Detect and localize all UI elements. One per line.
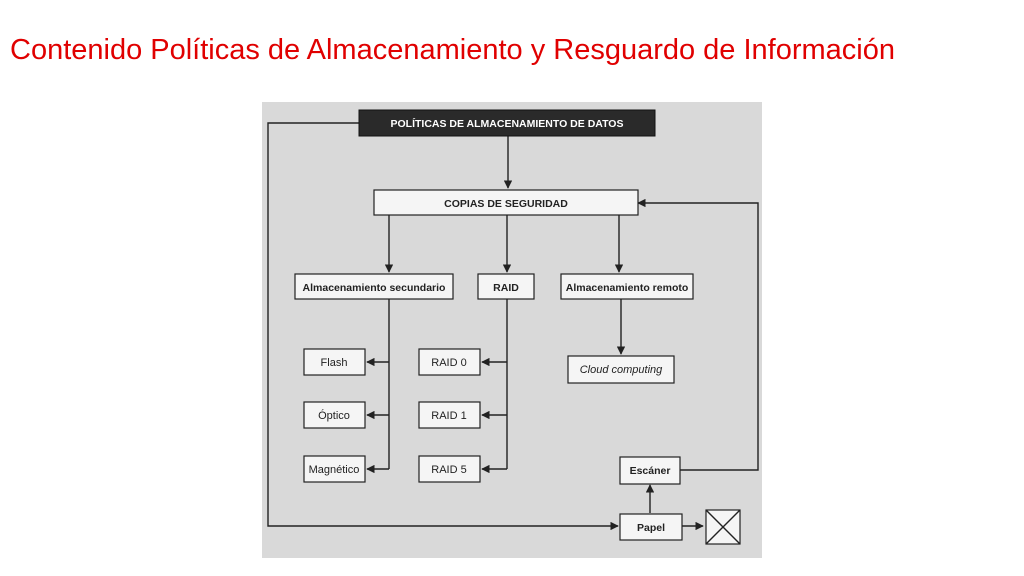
node-raid-1: RAID 1 <box>418 401 481 429</box>
storage-policies-diagram: POLÍTICAS DE ALMACENAMIENTO DE DATOS COP… <box>262 102 762 558</box>
node-raid-label: RAID <box>493 282 519 294</box>
diagram-background <box>262 102 762 558</box>
crossed-box-icon <box>705 509 741 545</box>
node-cloud-computing: Cloud computing <box>567 355 675 384</box>
node-secondary-storage-label: Almacenamiento secundario <box>303 282 446 294</box>
node-secondary-storage: Almacenamiento secundario <box>294 273 454 300</box>
node-scanner: Escáner <box>619 456 681 485</box>
node-backups: COPIAS DE SEGURIDAD <box>373 189 639 216</box>
node-root: POLÍTICAS DE ALMACENAMIENTO DE DATOS <box>358 109 656 137</box>
node-paper-label: Papel <box>637 522 665 534</box>
node-raid: RAID <box>477 273 535 300</box>
node-raid-1-label: RAID 1 <box>431 410 466 422</box>
node-flash-label: Flash <box>321 357 348 369</box>
node-scanner-label: Escáner <box>630 465 671 477</box>
node-cloud-computing-label: Cloud computing <box>580 364 663 376</box>
node-paper: Papel <box>619 513 683 541</box>
node-magnetic-label: Magnético <box>309 464 360 476</box>
node-raid-5-label: RAID 5 <box>431 464 466 476</box>
node-remote-storage-label: Almacenamiento remoto <box>566 282 689 294</box>
node-optical: Óptico <box>303 401 366 429</box>
node-root-label: POLÍTICAS DE ALMACENAMIENTO DE DATOS <box>391 117 624 130</box>
node-backups-label: COPIAS DE SEGURIDAD <box>444 198 568 210</box>
connector-lines <box>267 122 759 531</box>
node-raid-0: RAID 0 <box>418 348 481 376</box>
slide-title: Contenido Políticas de Almacenamiento y … <box>10 34 896 66</box>
node-magnetic: Magnético <box>303 455 366 483</box>
node-raid-5: RAID 5 <box>418 455 481 483</box>
node-flash: Flash <box>303 348 366 376</box>
node-remote-storage: Almacenamiento remoto <box>560 273 694 300</box>
node-optical-label: Óptico <box>318 409 350 422</box>
node-raid-0-label: RAID 0 <box>431 357 466 369</box>
